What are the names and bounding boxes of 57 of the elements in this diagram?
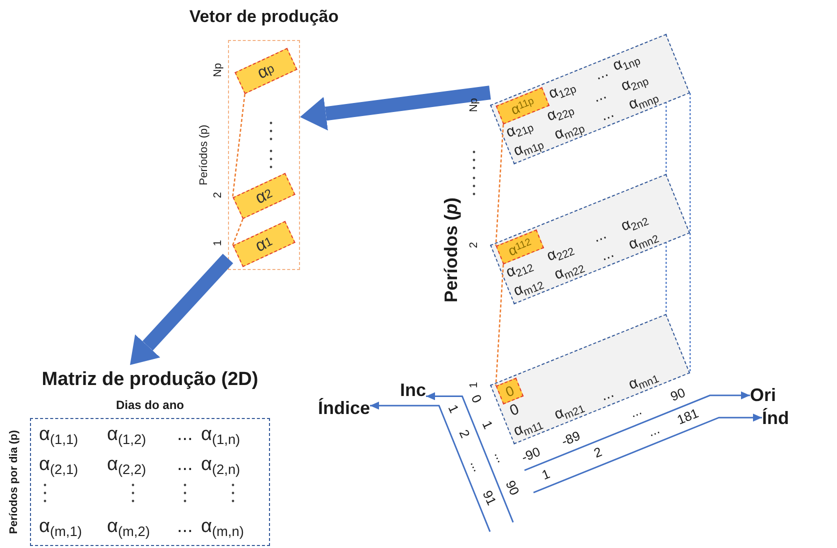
matrix-entry: ... <box>177 453 193 476</box>
matrix-entry: ... <box>177 423 193 446</box>
axis-title: Dias do ano <box>114 398 185 412</box>
matrix-entry: α$_{(1,n)}$ <box>201 423 240 446</box>
matrix-entry: α$_{(2,2)}$ <box>107 453 146 476</box>
axis-tick-label: 1 <box>540 466 552 483</box>
matrix-entry: α$_{(m,2)}$ <box>107 515 150 538</box>
axis-tick-label: -89 <box>560 428 582 449</box>
axis-tick-label: 0 <box>468 392 484 406</box>
axis-tick-label: ... <box>490 448 508 465</box>
axis-tick-label: 1 <box>468 382 480 388</box>
axis-tick-label: 1 <box>445 402 462 415</box>
axis-tick-label: 1 <box>212 240 224 246</box>
axis-tick-label: Np <box>468 98 480 112</box>
axis-tick-label: 2 <box>592 445 605 462</box>
axis-arrow <box>426 392 514 523</box>
axis-tick-label: Np <box>212 62 224 78</box>
panel-title: Matriz de produção (2D) <box>42 369 258 391</box>
axis-tick-label: 2 <box>468 242 480 248</box>
block-arrow <box>300 86 491 131</box>
axis-title: Períodos por dia (p) <box>8 430 20 534</box>
axis-name: Índ <box>762 407 789 429</box>
axis-tick-label: ... <box>646 422 662 440</box>
block-arrow <box>130 254 234 366</box>
matrix-entry: α$_{(1,1)}$ <box>39 423 78 446</box>
axis-name: Ori <box>750 384 776 406</box>
axis-tick-label: ... <box>628 404 644 421</box>
matrix-entry: α$_{(1,2)}$ <box>107 423 146 446</box>
dashed-connector <box>232 94 246 198</box>
matrix-entry: α$_{(2,1)}$ <box>39 453 78 476</box>
axis-arrow <box>533 414 762 494</box>
axis-tick-label: 90 <box>502 478 522 498</box>
matrix-entry: ... <box>177 515 193 538</box>
axis-tick-label: 2 <box>456 428 472 441</box>
axis-name: Inc <box>400 379 426 401</box>
matrix-entry: ... <box>598 383 617 406</box>
axis-tick-label: 91 <box>480 488 499 508</box>
axis-title: Períodos (p) <box>198 124 210 186</box>
axis-arrow <box>524 391 750 471</box>
axis-tick-label: 2 <box>212 192 224 198</box>
axis-tick-label: 181 <box>676 406 702 428</box>
dashed-connector <box>495 124 504 246</box>
dashed-connector <box>495 264 504 386</box>
axis-title: Períodos (p) <box>442 198 462 302</box>
axis-tick-label: 90 <box>668 386 687 405</box>
axis-name: Índice <box>318 397 370 419</box>
axis-tick-label: 1 <box>478 418 495 432</box>
dashed-connector <box>232 218 244 246</box>
axis-tick-label: -90 <box>520 444 542 465</box>
panel-title: Vetor de produção <box>189 7 339 27</box>
axis-arrow <box>370 402 491 532</box>
matrix-entry: α$_{(2,n)}$ <box>201 453 240 476</box>
matrix-entry: ... <box>592 62 611 85</box>
highlighted-entry: 0 <box>496 378 524 404</box>
axis-tick-label: ... <box>468 458 486 474</box>
matrix-entry: α$_{(m,1)}$ <box>39 515 82 538</box>
matrix-entry: α$_{(m,n)}$ <box>201 515 244 538</box>
